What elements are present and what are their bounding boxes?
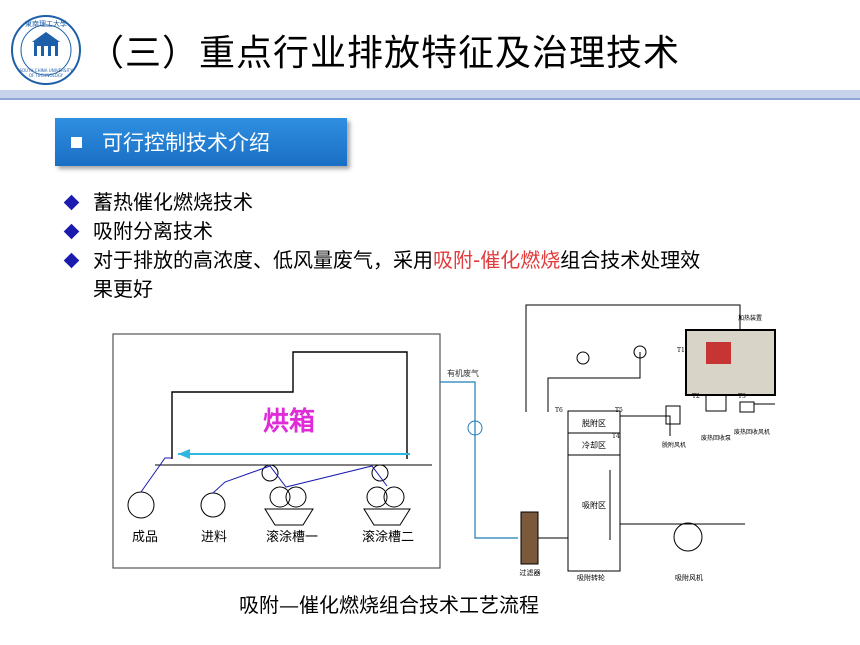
svg-text:吸附转轮: 吸附转轮 — [577, 573, 605, 582]
list-item: 蓄热催化燃烧技术 — [60, 188, 820, 217]
svg-text:脱附区: 脱附区 — [582, 418, 606, 428]
bullet-text-cont: 果更好 — [93, 277, 153, 301]
figure-caption: 吸附—催化燃烧组合技术工艺流程 — [239, 593, 539, 617]
svg-text:冷却区: 冷却区 — [582, 440, 606, 450]
label-tank-1: 滚涂槽一 — [266, 529, 318, 545]
valve-icon — [467, 420, 483, 436]
section-header: 可行控制技术介绍 — [55, 118, 347, 166]
square-bullet-icon — [71, 136, 82, 148]
label-tank-2: 滚涂槽二 — [362, 529, 414, 545]
svg-text:T2: T2 — [692, 393, 700, 400]
title-divider — [0, 90, 860, 98]
svg-text:T5: T5 — [615, 407, 623, 414]
title-divider-line — [0, 98, 860, 100]
diamond-bullet-icon — [63, 252, 80, 269]
coating-tank-2 — [363, 508, 411, 526]
burner-element — [706, 342, 731, 364]
svg-text:東南理工大學: 東南理工大學 — [25, 19, 67, 28]
svg-text:OF TECHNOLOGY: OF TECHNOLOGY — [29, 73, 64, 78]
page-title: （三）重点行业排放特征及治理技术 — [88, 33, 681, 74]
diamond-bullet-icon — [63, 194, 80, 211]
svg-text:吸附风机: 吸附风机 — [675, 573, 703, 582]
bullet-text: 吸附分离技术 — [93, 219, 213, 243]
svg-text:脱附风机: 脱附风机 — [662, 441, 686, 449]
svg-text:T3: T3 — [738, 393, 746, 400]
svg-text:T1: T1 — [677, 347, 685, 354]
label-filter: 过滤器 — [520, 568, 541, 577]
coating-tank-1 — [264, 508, 314, 526]
bullet-text-post: 组合技术处理效 — [560, 248, 701, 272]
oven-frame — [112, 333, 441, 569]
filter-block — [520, 511, 539, 565]
bullet-text-pre: 对于排放的高浓度、低风量废气，采用 — [93, 248, 433, 272]
svg-text:加热装置: 加热装置 — [738, 314, 762, 322]
svg-text:SOUTH CHINA UNIVERSITY: SOUTH CHINA UNIVERSITY — [19, 68, 73, 73]
oven-title: 烘箱 — [263, 406, 315, 437]
list-item: 对于排放的高浓度、低风量废气，采用吸附-催化燃烧组合技术处理效 果更好 — [60, 246, 820, 304]
product-roll — [127, 491, 155, 519]
university-logo: 東南理工大學 SOUTH CHINA UNIVERSITY OF TECHNOL… — [10, 14, 82, 86]
list-item: 吸附分离技术 — [60, 217, 820, 246]
label-feed: 进料 — [201, 530, 227, 545]
label-exhaust-in: 有机废气 — [447, 368, 479, 378]
svg-text:T4: T4 — [612, 433, 620, 440]
svg-text:吸附区: 吸附区 — [582, 500, 606, 510]
exhaust-pipe — [440, 381, 518, 539]
heater-box — [685, 329, 776, 396]
diamond-bullet-icon — [63, 223, 80, 240]
label-product: 成品 — [132, 530, 158, 545]
svg-text:废热回收泵: 废热回收泵 — [701, 434, 731, 442]
section-label: 可行控制技术介绍 — [102, 131, 270, 155]
bullet-text-highlight: 吸附-催化燃烧 — [433, 248, 561, 272]
bullet-text: 蓄热催化燃烧技术 — [93, 190, 253, 214]
desorb-fan-box — [665, 405, 681, 425]
adsorption-wheel — [567, 410, 621, 572]
exhaust-fan-icon — [673, 522, 703, 552]
feed-roll — [200, 492, 226, 518]
bullet-list: 蓄热催化燃烧技术 吸附分离技术 对于排放的高浓度、低风量废气，采用吸附-催化燃烧… — [60, 188, 820, 304]
svg-text:废热回收风机: 废热回收风机 — [734, 428, 770, 436]
svg-text:T6: T6 — [555, 407, 563, 414]
bullet-text-multi: 对于排放的高浓度、低风量废气，采用吸附-催化燃烧组合技术处理效 果更好 — [93, 246, 700, 304]
oven-body — [171, 351, 408, 459]
